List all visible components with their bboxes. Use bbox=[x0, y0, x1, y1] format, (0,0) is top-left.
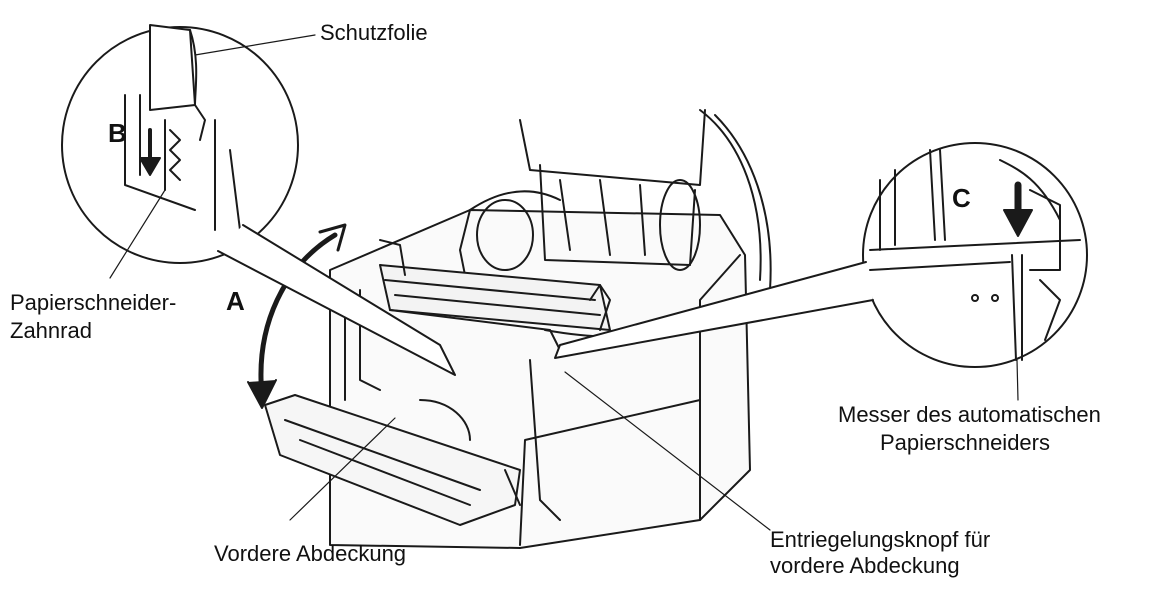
callout-c-pointer bbox=[554, 261, 874, 359]
front-cover-label: Vordere Abdeckung bbox=[214, 541, 407, 566]
callout-c bbox=[862, 142, 1088, 368]
auto-cutter-knife-label-line2: Papierschneiders bbox=[880, 430, 1050, 455]
open-lid bbox=[469, 109, 772, 291]
cutter-assembly bbox=[344, 239, 611, 401]
release-button-label-line2: vordere Abdeckung bbox=[770, 553, 960, 578]
arrow-down-icon bbox=[139, 128, 1033, 237]
protective-film-label: Schutzfolie bbox=[320, 20, 428, 45]
rotate-arrow-icon bbox=[247, 223, 347, 409]
release-button-label-line1: Entriegelungsknopf für bbox=[770, 527, 991, 552]
front-cover-shape bbox=[264, 394, 521, 526]
letter-b-label: B bbox=[108, 118, 127, 148]
letter-c-label: C bbox=[952, 183, 971, 213]
cutter-gear-label-line1: Papierschneider- bbox=[10, 290, 177, 315]
letter-a-label: A bbox=[226, 286, 245, 316]
auto-cutter-knife-label-line1: Messer des automatischen bbox=[838, 402, 1101, 427]
leader-lines bbox=[109, 34, 1019, 531]
cutter-gear-label-line2: Zahnrad bbox=[10, 318, 92, 343]
callout-b-pointer bbox=[217, 224, 456, 376]
callout-b bbox=[61, 24, 299, 264]
